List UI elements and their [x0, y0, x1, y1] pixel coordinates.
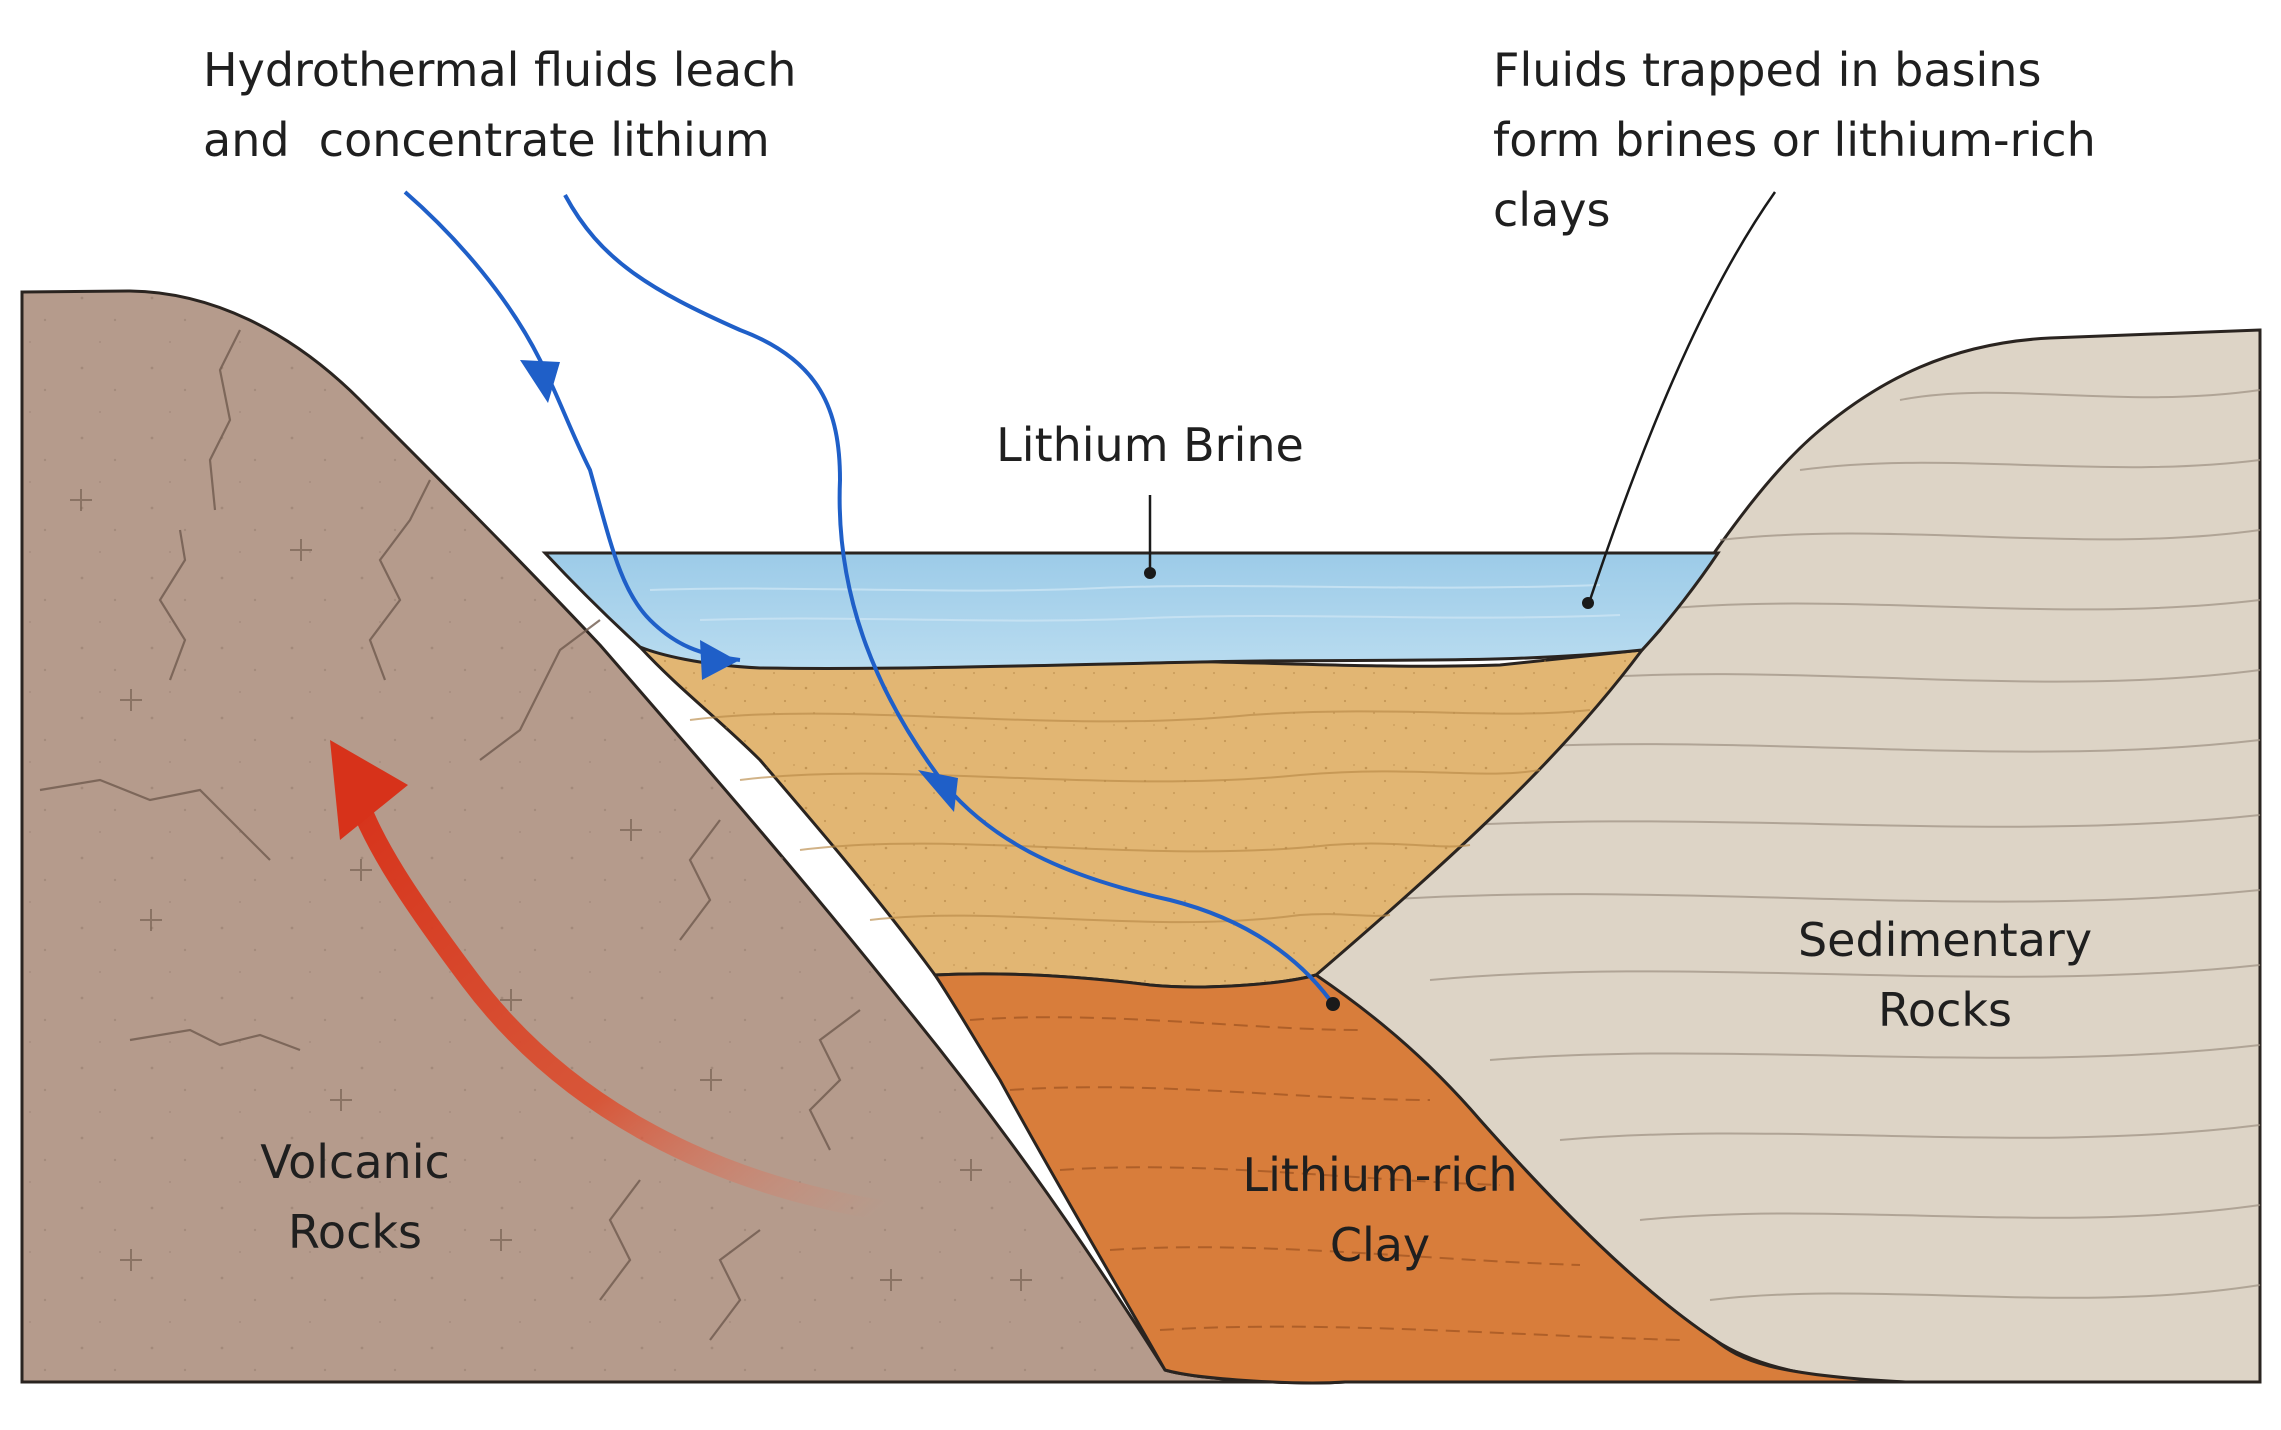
trapped-line-2: form brines or lithium-rich	[1493, 113, 2096, 167]
trapped-fluids-marker-dot	[1582, 597, 1594, 609]
fluid-arrowhead-1	[520, 360, 560, 403]
hydrothermal-fluid-arrows	[403, 190, 1332, 1002]
leader-lines	[1148, 191, 1777, 601]
lithium-brine-water	[541, 551, 1721, 670]
lithium-rich-clay-layer	[932, 972, 1906, 1385]
fluid-arrowhead-2	[700, 640, 738, 680]
clay-line-2: Clay	[1329, 1218, 1431, 1272]
trapped-line-3: clays	[1493, 183, 1611, 237]
fluid-arrow-right	[563, 194, 1332, 1002]
sedimentary-line-2: Rocks	[1878, 983, 2012, 1037]
clay-line-1: Lithium-rich	[1242, 1148, 1518, 1202]
sedimentary-line-1: Sedimentary	[1797, 913, 2093, 967]
lithium-rich-clay-label: Lithium-rich Clay	[1180, 1140, 1580, 1280]
lithium-brine-label: Lithium Brine	[996, 418, 1304, 472]
clay-bedding-lines	[969, 1016, 1681, 1341]
volcanic-line-1: Volcanic	[260, 1135, 450, 1189]
volcanic-line-2: Rocks	[288, 1205, 422, 1259]
heat-arrow-shaft	[345, 780, 890, 1220]
hydrothermal-line-1: Hydrothermal fluids leach	[203, 43, 797, 97]
volcanic-cracks	[39, 329, 861, 1341]
hydrothermal-fluids-annotation: Hydrothermal fluids leach and concentrat…	[203, 35, 796, 175]
sand-bedding-lines	[689, 709, 1591, 924]
trapped-fluids-annotation: Fluids trapped in basins form brines or …	[1493, 35, 2096, 245]
hydrothermal-line-2: and concentrate lithium	[203, 113, 770, 167]
trapped-fluids-leader-line	[1588, 191, 1777, 601]
clay-marker-dot	[1326, 997, 1340, 1011]
brine-marker-dot	[1144, 567, 1156, 579]
fluid-arrowhead-3	[918, 770, 958, 812]
volcanic-crosses	[70, 489, 1032, 1291]
trapped-line-1: Fluids trapped in basins	[1493, 43, 2042, 97]
fluid-arrowheads	[520, 360, 958, 812]
sedimentary-rocks-label: Sedimentary Rocks	[1745, 905, 2145, 1045]
sedimentary-bedding-lines	[1379, 389, 2261, 1301]
volcanic-rocks-label: Volcanic Rocks	[200, 1127, 510, 1267]
fluid-arrow-left	[403, 190, 741, 662]
heat-arrowhead	[330, 740, 408, 840]
